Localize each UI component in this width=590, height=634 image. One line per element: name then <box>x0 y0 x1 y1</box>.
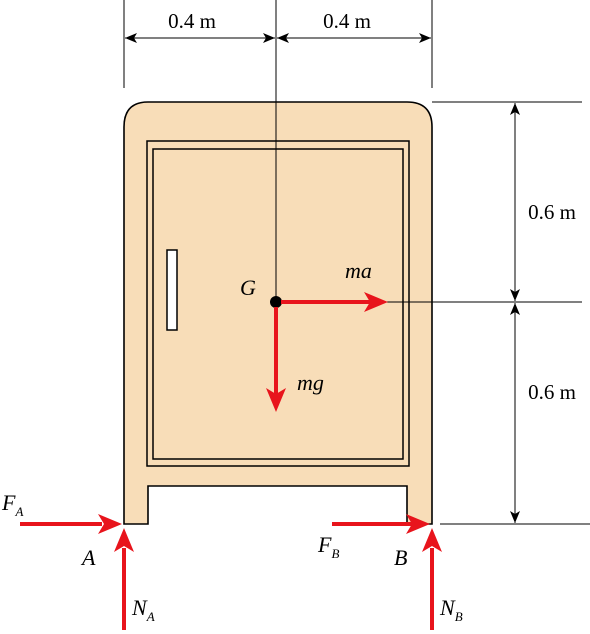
fa-arrow-head <box>98 514 122 534</box>
label-point-a: A <box>80 545 96 570</box>
label-g: G <box>240 275 256 300</box>
dim-label-right-lower: 0.6 m <box>528 380 576 404</box>
label-point-b: B <box>394 545 407 570</box>
label-nb: NB <box>439 595 463 624</box>
dim-label-top-left: 0.4 m <box>168 9 216 33</box>
label-fa: FA <box>1 490 23 519</box>
nb-arrow-head <box>422 528 442 552</box>
label-mg: mg <box>297 370 324 395</box>
ma-arrow-head <box>364 292 388 312</box>
na-arrow-head <box>114 528 134 552</box>
dim-label-right-upper: 0.6 m <box>528 200 576 224</box>
mg-arrow-head <box>266 388 286 412</box>
label-fb: FB <box>317 532 339 561</box>
center-of-mass-dot <box>270 296 282 308</box>
dim-label-top-right: 0.4 m <box>323 9 371 33</box>
fb-arrow-head <box>406 514 430 534</box>
door-handle <box>166 249 178 331</box>
label-na: NA <box>131 595 155 624</box>
door-frame-outer <box>146 140 410 467</box>
label-ma: ma <box>345 258 372 283</box>
